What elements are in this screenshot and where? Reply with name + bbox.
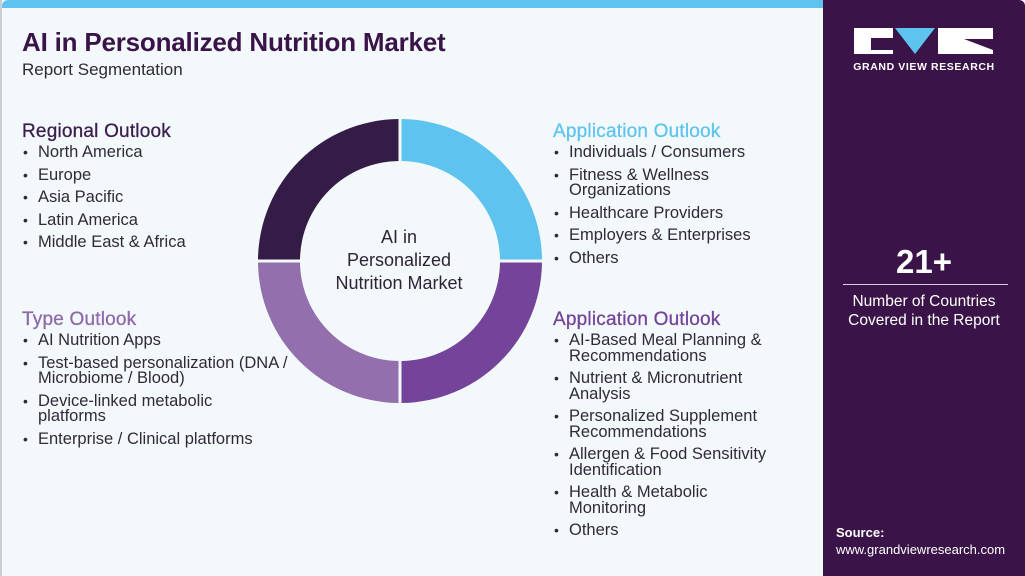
application-outlook-section-1: Application Outlook Individuals / Consum… xyxy=(553,121,813,273)
section-heading: Regional Outlook xyxy=(22,121,171,142)
list-item: Asia Pacific xyxy=(22,189,186,206)
brand-sidebar: GRAND VIEW RESEARCH 21+ Number of Countr… xyxy=(823,0,1025,576)
application-outlook-section-2: Application Outlook AI-Based Meal Planni… xyxy=(553,309,813,546)
list-item: Test-based personalization (DNA / Microb… xyxy=(22,354,288,387)
center-label-line: Personalized xyxy=(346,250,452,270)
page-subtitle: Report Segmentation xyxy=(22,60,183,79)
list-item: Device-linked metabolic platforms xyxy=(22,392,248,425)
section-heading: Application Outlook xyxy=(553,309,721,330)
center-label-line: Nutrition Market xyxy=(335,273,463,293)
list-item: Others xyxy=(553,250,813,267)
segmentation-donut xyxy=(258,119,542,403)
donut-center-label: AI in Personalized Nutrition Market xyxy=(319,226,479,295)
application-list-1: Individuals / Consumers Fitness & Wellne… xyxy=(553,144,813,267)
list-item: Personalized Supplement Recommendations xyxy=(553,408,799,440)
donut-segment-regional xyxy=(258,119,399,260)
stat-divider xyxy=(843,284,1008,285)
regional-list: North America Europe Asia Pacific Latin … xyxy=(22,144,186,251)
application-list-2: AI-Based Meal Planning & Recommendations… xyxy=(553,332,813,539)
list-item: Employers & Enterprises xyxy=(553,227,813,244)
list-item: Nutrient & Micronutrient Analysis xyxy=(553,370,799,402)
donut-segment-application xyxy=(401,119,542,260)
brand-name: GRAND VIEW RESEARCH xyxy=(853,61,995,73)
list-item: Enterprise / Clinical platforms xyxy=(22,431,322,448)
page-title: AI in Personalized Nutrition Market xyxy=(22,27,446,57)
list-item: North America xyxy=(22,144,186,161)
grand-view-research-logo-icon xyxy=(854,28,993,54)
list-item: Others xyxy=(553,522,813,539)
source-url: www.grandviewresearch.com xyxy=(836,542,1006,557)
list-item: Fitness & Wellness Organizations xyxy=(553,166,759,199)
list-item: Individuals / Consumers xyxy=(553,144,813,161)
section-heading: Application Outlook xyxy=(553,121,721,142)
regional-outlook-section: Regional Outlook North America Europe As… xyxy=(22,121,186,258)
top-accent-bar xyxy=(2,0,825,8)
list-item: Healthcare Providers xyxy=(553,205,813,222)
list-item: AI Nutrition Apps xyxy=(22,332,322,349)
list-item: Europe xyxy=(22,167,186,184)
stat-value: 21+ xyxy=(896,243,952,280)
list-item: Latin America xyxy=(22,212,186,229)
section-heading: Type Outlook xyxy=(22,309,137,330)
list-item: Allergen & Food Sensitivity Identificati… xyxy=(553,446,819,478)
center-label-line: AI in xyxy=(380,227,418,247)
type-outlook-section: Type Outlook AI Nutrition Apps Test-base… xyxy=(22,309,322,454)
list-item: Health & Metabolic Monitoring xyxy=(553,484,759,516)
source-label: Source: xyxy=(836,525,885,540)
donut-segment-application-2 xyxy=(401,262,542,403)
main-panel: AI in Personalized Nutrition Market Repo… xyxy=(0,0,823,576)
donut-segment-type xyxy=(258,262,399,403)
stat-label: Number of Countries Covered in the Repor… xyxy=(848,293,1000,329)
list-item: Middle East & Africa xyxy=(22,234,186,251)
type-list: AI Nutrition Apps Test-based personaliza… xyxy=(22,332,322,448)
list-item: AI-Based Meal Planning & Recommendations xyxy=(553,332,809,364)
